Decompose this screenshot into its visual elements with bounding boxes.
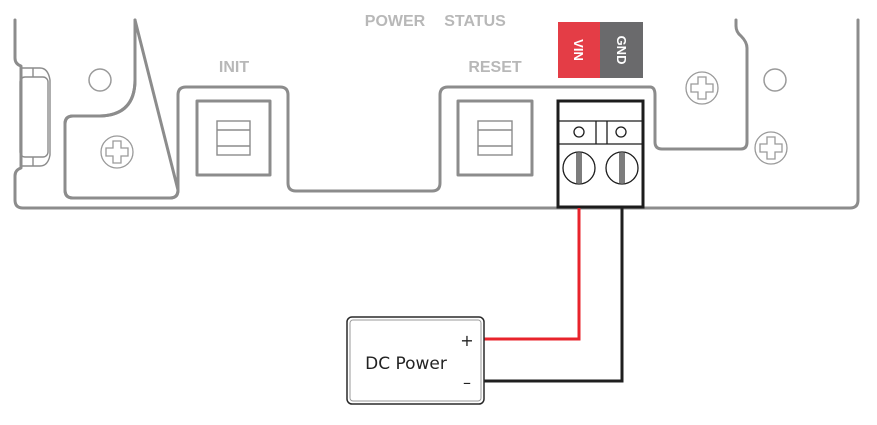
gnd-wire-hole <box>615 126 627 138</box>
reset-label: RESET <box>468 59 522 76</box>
left-panel-trim <box>63 18 180 200</box>
reset-button-housing <box>456 99 534 177</box>
board-outline <box>13 18 860 210</box>
vin-screw-icon <box>562 151 596 185</box>
gnd-pin-label: GND <box>600 22 643 78</box>
mount-hole-right <box>763 68 787 92</box>
vin-wire-hole <box>573 126 585 138</box>
right-panel-outline <box>648 18 749 151</box>
status-label: STATUS <box>444 13 506 30</box>
top-crop-mask <box>340 0 540 14</box>
mount-hole-left <box>88 68 112 92</box>
power-label: POWER <box>365 13 426 30</box>
positive-terminal-sign: + <box>460 331 473 350</box>
dc-power-supply: DC Power + – <box>346 316 485 405</box>
screw-icon <box>754 131 788 165</box>
gnd-screw-icon <box>605 151 639 185</box>
init-block-outline <box>176 85 652 193</box>
screw-icon <box>100 135 134 169</box>
positive-wire <box>484 208 581 341</box>
negative-terminal-sign: – <box>463 373 471 392</box>
dc-power-label: DC Power <box>365 354 447 374</box>
screw-icon <box>685 71 719 105</box>
svg-text:GND: GND <box>614 36 629 65</box>
init-label: INIT <box>219 59 249 76</box>
terminal-block <box>556 99 645 209</box>
vin-pin-label: VIN <box>558 22 600 78</box>
negative-wire <box>484 208 624 383</box>
side-connector <box>19 67 51 167</box>
reset-button[interactable] <box>477 120 513 156</box>
svg-text:VIN: VIN <box>571 39 586 61</box>
init-button-housing <box>195 99 272 177</box>
init-button[interactable] <box>216 120 251 156</box>
